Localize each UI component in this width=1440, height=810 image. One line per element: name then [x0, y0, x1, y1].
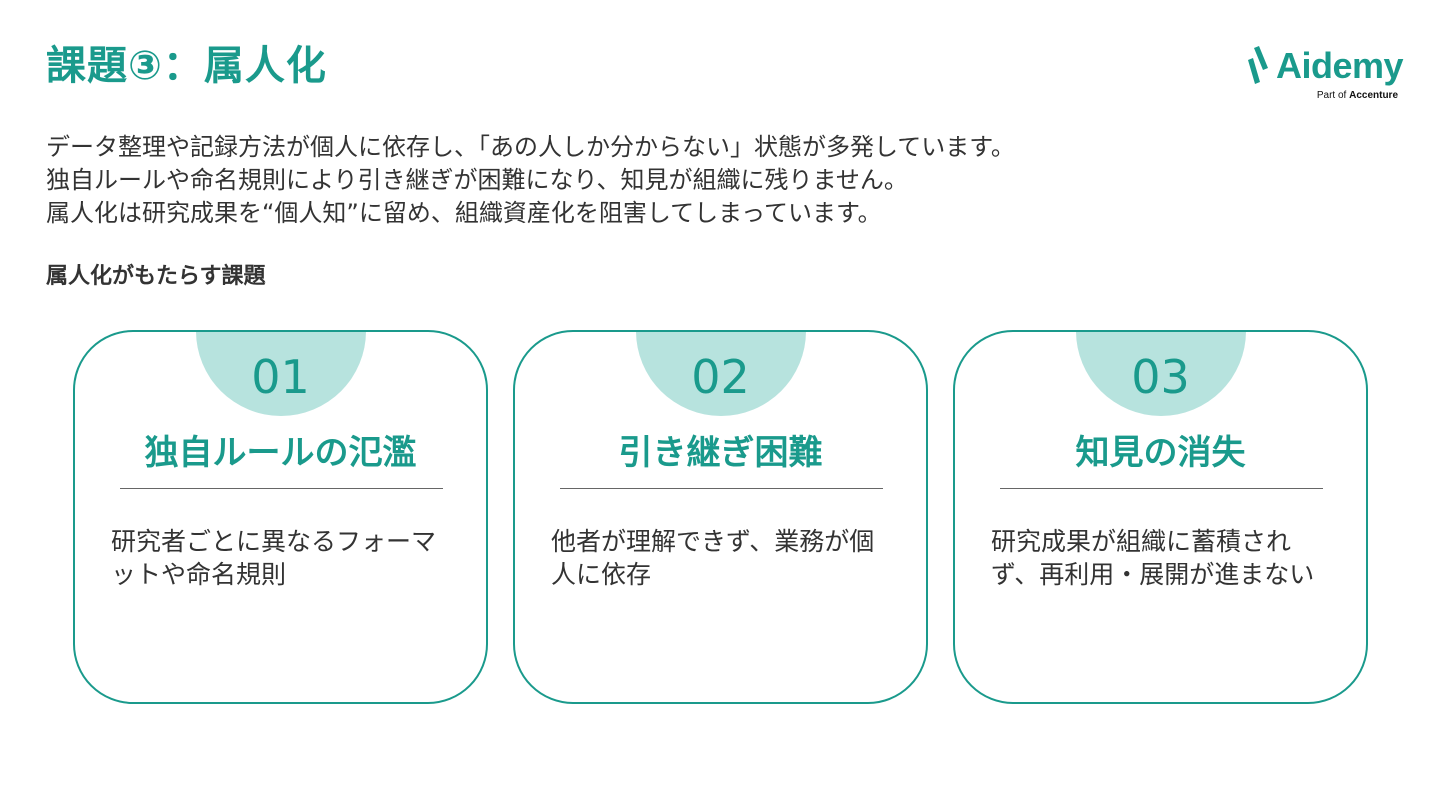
card-body: 研究者ごとに異なるフォーマットや命名規則 [111, 527, 437, 589]
card-divider [1000, 488, 1323, 489]
intro-line: 属人化は研究成果を“個人知”に留め、組織資産化を阻害してしまっています。 [46, 199, 882, 227]
section-heading: 属人化がもたらす課題 [46, 264, 266, 289]
card-body: 他者が理解できず、業務が個人に依存 [551, 527, 875, 589]
card-title: 独自ルールの氾濫 [144, 433, 417, 473]
card-title: 引き継ぎ困難 [618, 433, 823, 473]
logo-wordmark: Aidemy [1276, 45, 1404, 86]
card-title: 知見の消失 [1075, 433, 1246, 473]
card-number: 02 [691, 350, 750, 404]
issue-card-3: 03 知見の消失 研究成果が組織に蓄積されず、再利用・展開が進まない [953, 330, 1368, 704]
intro-line: データ整理や記録方法が個人に依存し、「あの人しか分からない」状態が多発しています… [46, 133, 1015, 161]
aidemy-logo-mark-icon [1248, 46, 1268, 84]
intro-line: 独自ルールや命名規則により引き継ぎが困難になり、知見が組織に残りません。 [46, 166, 908, 194]
card-body: 研究成果が組織に蓄積されず、再利用・展開が進まない [991, 527, 1315, 589]
logo-subtitle: Part of Accenture [1317, 90, 1398, 101]
logo-sub-brand: Accenture [1349, 90, 1398, 101]
intro-paragraph: データ整理や記録方法が個人に依存し、「あの人しか分からない」状態が多発しています… [46, 131, 1015, 230]
card-divider [120, 488, 443, 489]
card-divider [560, 488, 883, 489]
logo-sub-prefix: Part of [1316, 90, 1350, 101]
aidemy-logo: Aidemy Part of Accenture [1246, 42, 1406, 104]
issue-card-2: 02 引き継ぎ困難 他者が理解できず、業務が個人に依存 [513, 330, 928, 704]
slide-title: 課題③：属人化 [46, 43, 327, 89]
card-number: 01 [251, 350, 310, 404]
issue-card-1: 01 独自ルールの氾濫 研究者ごとに異なるフォーマットや命名規則 [73, 330, 488, 704]
card-number: 03 [1131, 350, 1190, 404]
